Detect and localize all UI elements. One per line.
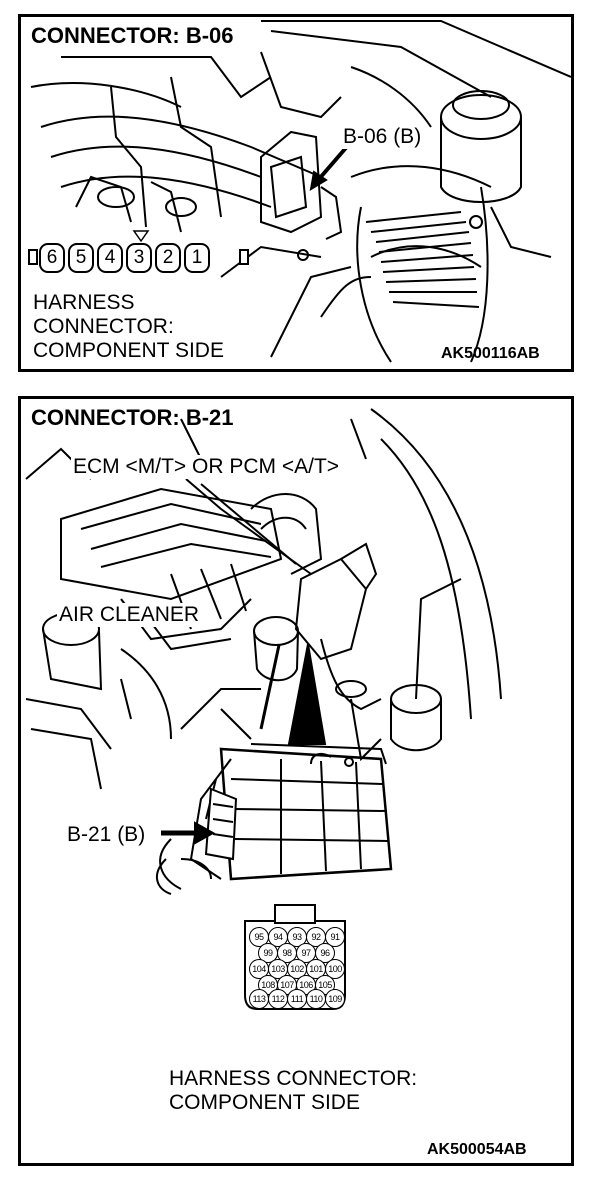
- harness-label-line-2: COMPONENT SIDE: [169, 1091, 360, 1114]
- connector-pin: 100: [325, 959, 345, 979]
- harness-label-line-1: HARNESS CONNECTOR:: [169, 1067, 418, 1090]
- harness-label-line-2: CONNECTOR:: [33, 315, 174, 338]
- connector-pin: 110: [306, 989, 326, 1009]
- connector-pin: 112: [268, 989, 288, 1009]
- connector-callout-label: B-21 (B): [67, 823, 146, 846]
- connector-title: CONNECTOR: B-21: [31, 405, 234, 430]
- air-cleaner-label: AIR CLEANER: [57, 603, 202, 627]
- connector-pin: 113: [249, 989, 269, 1009]
- ecm-pcm-label: ECM <M/T> OR PCM <A/T>: [71, 455, 342, 479]
- harness-label-line-1: HARNESS: [33, 291, 135, 314]
- connector-pin: 109: [325, 989, 345, 1009]
- engine-bay-illustration-b06: [28, 20, 571, 363]
- connector-callout-label: B-06 (B): [341, 125, 424, 149]
- figure-code: AK500116AB: [441, 345, 540, 362]
- connector-b06-panel: CONNECTOR: B-06 B-06 (B) 6 5 4 3 2 1 HAR…: [18, 14, 574, 372]
- connector-pin: 6: [39, 243, 65, 273]
- harness-label-line-3: COMPONENT SIDE: [33, 339, 224, 362]
- connector-pin: 2: [155, 243, 181, 273]
- connector-title: CONNECTOR: B-06: [31, 23, 234, 48]
- connector-pin: 111: [287, 989, 307, 1009]
- connector-pin: 91: [325, 927, 345, 947]
- engine-bay-illustration-b21: [25, 408, 502, 1010]
- connector-pin: 96: [315, 943, 335, 963]
- figure-code: AK500054AB: [427, 1141, 527, 1158]
- connector-pin: 3: [126, 243, 152, 273]
- connector-pin: 5: [68, 243, 94, 273]
- six-pin-connector: 6 5 4 3 2 1: [39, 243, 213, 273]
- connector-pin: 4: [97, 243, 123, 273]
- connector-b21-panel: CONNECTOR: B-21 ECM <M/T> OR PCM <A/T> A…: [18, 396, 574, 1166]
- connector-pin: 1: [184, 243, 210, 273]
